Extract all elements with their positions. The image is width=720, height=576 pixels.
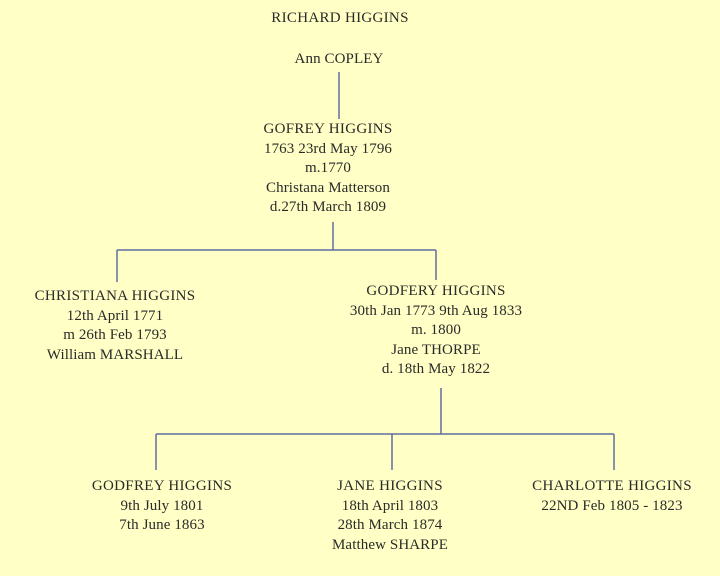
person-name: CHRISTIANA HIGGINS	[34, 288, 196, 304]
marriage-date: m. 1800	[411, 322, 461, 338]
person-dates: 22ND Feb 1805 - 1823	[541, 497, 683, 514]
spouse-death: d. 18th May 1822	[381, 361, 491, 377]
person-name: RICHARD HIGGINS	[271, 10, 409, 26]
birth-date: 12th April 1771	[66, 307, 164, 324]
birth-date: 18th April 1803	[341, 497, 439, 514]
spouse-death: d.27th March 1809	[269, 199, 387, 215]
person-dates: 30th Jan 1773 9th Aug 1833	[349, 302, 523, 319]
person-name: CHARLOTTE HIGGINS	[532, 478, 692, 494]
person-godfrey-higgins: GODFREY HIGGINS 9th July 1801 7th June 1…	[92, 477, 232, 536]
marriage-date: m 26th Feb 1793	[63, 327, 167, 343]
person-name: GODFREY HIGGINS	[91, 478, 233, 494]
person-name: GODFERY HIGGINS	[366, 283, 506, 299]
person-gofrey-higgins: GOFREY HIGGINS 1763 23rd May 1796 m.1770…	[263, 120, 392, 218]
person-name: JANE HIGGINS	[337, 478, 443, 494]
person-dates: 1763 23rd May 1796	[263, 140, 393, 157]
death-date: 28th March 1874	[337, 517, 443, 533]
person-name: GOFREY HIGGINS	[263, 121, 393, 137]
person-christiana-higgins: CHRISTIANA HIGGINS 12th April 1771 m 26t…	[35, 287, 196, 365]
person-jane-higgins: JANE HIGGINS 18th April 1803 28th March …	[332, 477, 448, 555]
death-date: 7th June 1863	[119, 517, 205, 533]
person-godfery-higgins: GODFERY HIGGINS 30th Jan 1773 9th Aug 18…	[350, 282, 522, 380]
person-ann-copley: Ann COPLEY	[295, 50, 384, 70]
person-richard-higgins: RICHARD HIGGINS	[271, 9, 408, 29]
person-charlotte-higgins: CHARLOTTE HIGGINS 22ND Feb 1805 - 1823	[532, 477, 692, 516]
person-name: Ann COPLEY	[294, 51, 384, 67]
spouse-name: Matthew SHARPE	[332, 536, 448, 553]
spouse-name: Jane THORPE	[391, 341, 481, 358]
spouse-name: Christana Matterson	[266, 179, 390, 196]
birth-date: 9th July 1801	[120, 497, 204, 514]
spouse-name: William MARSHALL	[46, 346, 184, 363]
marriage-date: m.1770	[304, 160, 352, 176]
